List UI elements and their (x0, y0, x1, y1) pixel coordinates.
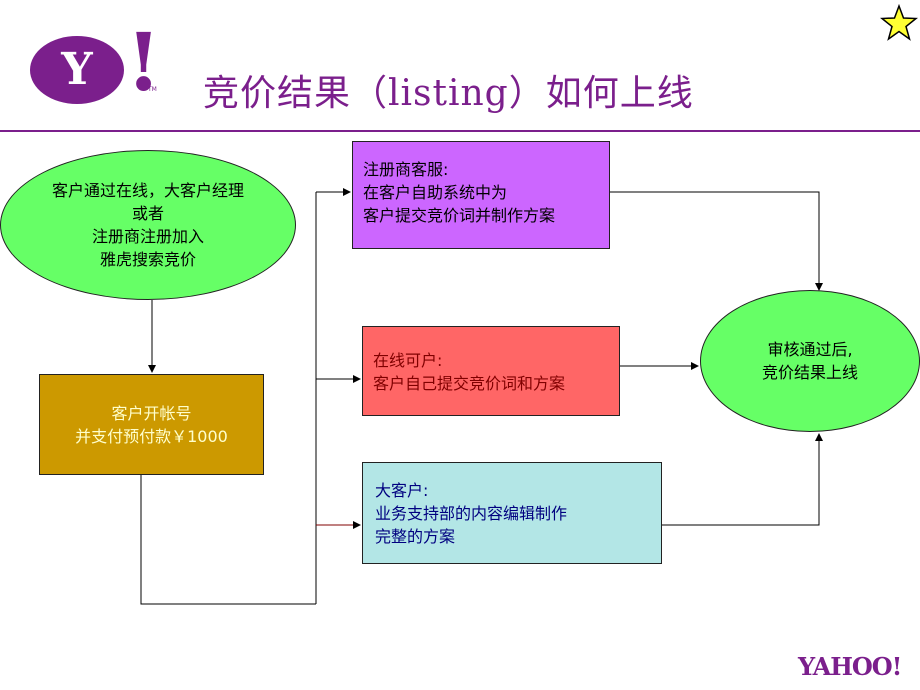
node-online-entry-line-2: 或者 (131, 204, 164, 223)
node-registrar-service-line-2: 在客户自助系统中为 (363, 183, 508, 202)
node-online-self: 在线可户: 客户自己提交竞价词和方案 (362, 326, 620, 416)
connector-account-to-trunk (140, 475, 316, 605)
connector-registrar-to-approved (610, 191, 823, 291)
page-title: 竞价结果（listing）如何上线 (203, 73, 694, 114)
yahoo-logo-ellipse: Y (30, 36, 124, 104)
node-approved: 审核通过后, 竞价结果上线 (700, 290, 920, 432)
node-online-self-line-1: 在线可户: (373, 351, 443, 370)
node-key-account-line-2: 业务支持部的内容编辑制作 (375, 504, 568, 523)
logo-exclamation: ! (126, 15, 162, 109)
node-online-entry-line-1: 客户通过在线，大客户经理 (51, 181, 244, 200)
node-key-account-line-1: 大客户: (375, 481, 429, 500)
node-approved-line-2: 竞价结果上线 (761, 363, 858, 382)
node-online-self-line-2: 客户自己提交竞价词和方案 (373, 374, 566, 393)
logo-trademark: TM (148, 86, 157, 93)
node-open-account-line-1: 客户开帐号 (111, 403, 192, 423)
node-registrar-service: 注册商客服: 在客户自助系统中为 客户提交竞价词并制作方案 (352, 141, 610, 249)
logo-letter: Y (61, 44, 93, 95)
node-open-account-line-2: 并支付预付款￥1000 (75, 426, 228, 446)
node-registrar-service-line-3: 客户提交竞价词并制作方案 (363, 206, 556, 225)
node-open-account: 客户开帐号 并支付预付款￥1000 (39, 374, 264, 475)
node-key-account-line-3: 完整的方案 (375, 527, 456, 546)
node-registrar-service-line-1: 注册商客服: (363, 160, 449, 179)
title-divider (0, 130, 920, 132)
star-icon (880, 4, 918, 41)
footer-yahoo-logo: YAHOO! (798, 652, 902, 681)
connector-key-account-to-approved (662, 433, 823, 526)
node-key-account: 大客户: 业务支持部的内容编辑制作 完整的方案 (362, 462, 662, 564)
node-online-entry: 客户通过在线，大客户经理 或者 注册商注册加入 雅虎搜索竞价 (0, 150, 296, 300)
node-online-entry-line-4: 雅虎搜索竞价 (99, 250, 196, 269)
node-approved-line-1: 审核通过后, (767, 340, 853, 359)
node-online-entry-line-3: 注册商注册加入 (91, 227, 204, 246)
